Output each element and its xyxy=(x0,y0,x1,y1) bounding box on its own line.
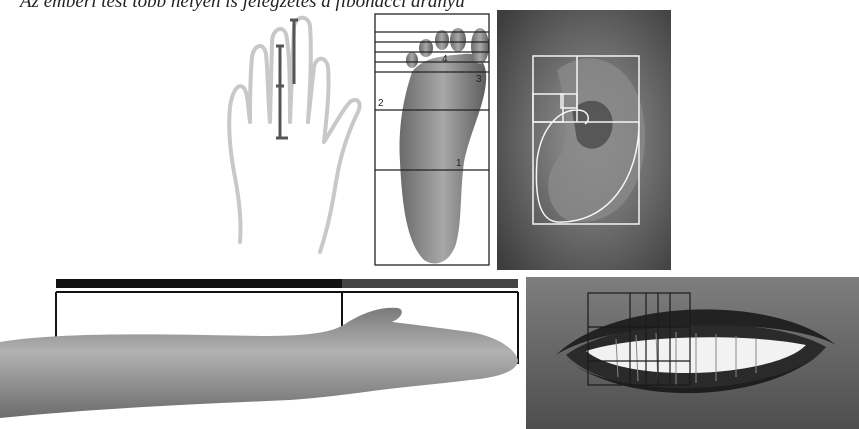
ear-golden-spiral-figure xyxy=(497,10,671,270)
smile-teeth-figure xyxy=(526,277,859,429)
foot-label-4: 4 xyxy=(442,54,448,65)
hand-outline-figure xyxy=(220,12,370,274)
arm-bar-forearm xyxy=(56,279,342,288)
arm-bar-hand xyxy=(342,279,518,288)
foot-label-3: 3 xyxy=(476,74,482,85)
foot-label-1: 1 xyxy=(456,158,462,169)
foot-label-2: 2 xyxy=(378,98,384,109)
arm-shape xyxy=(0,308,518,418)
arm-proportions-figure xyxy=(0,278,522,429)
foot-sole-figure: 4 3 2 1 xyxy=(372,12,494,268)
